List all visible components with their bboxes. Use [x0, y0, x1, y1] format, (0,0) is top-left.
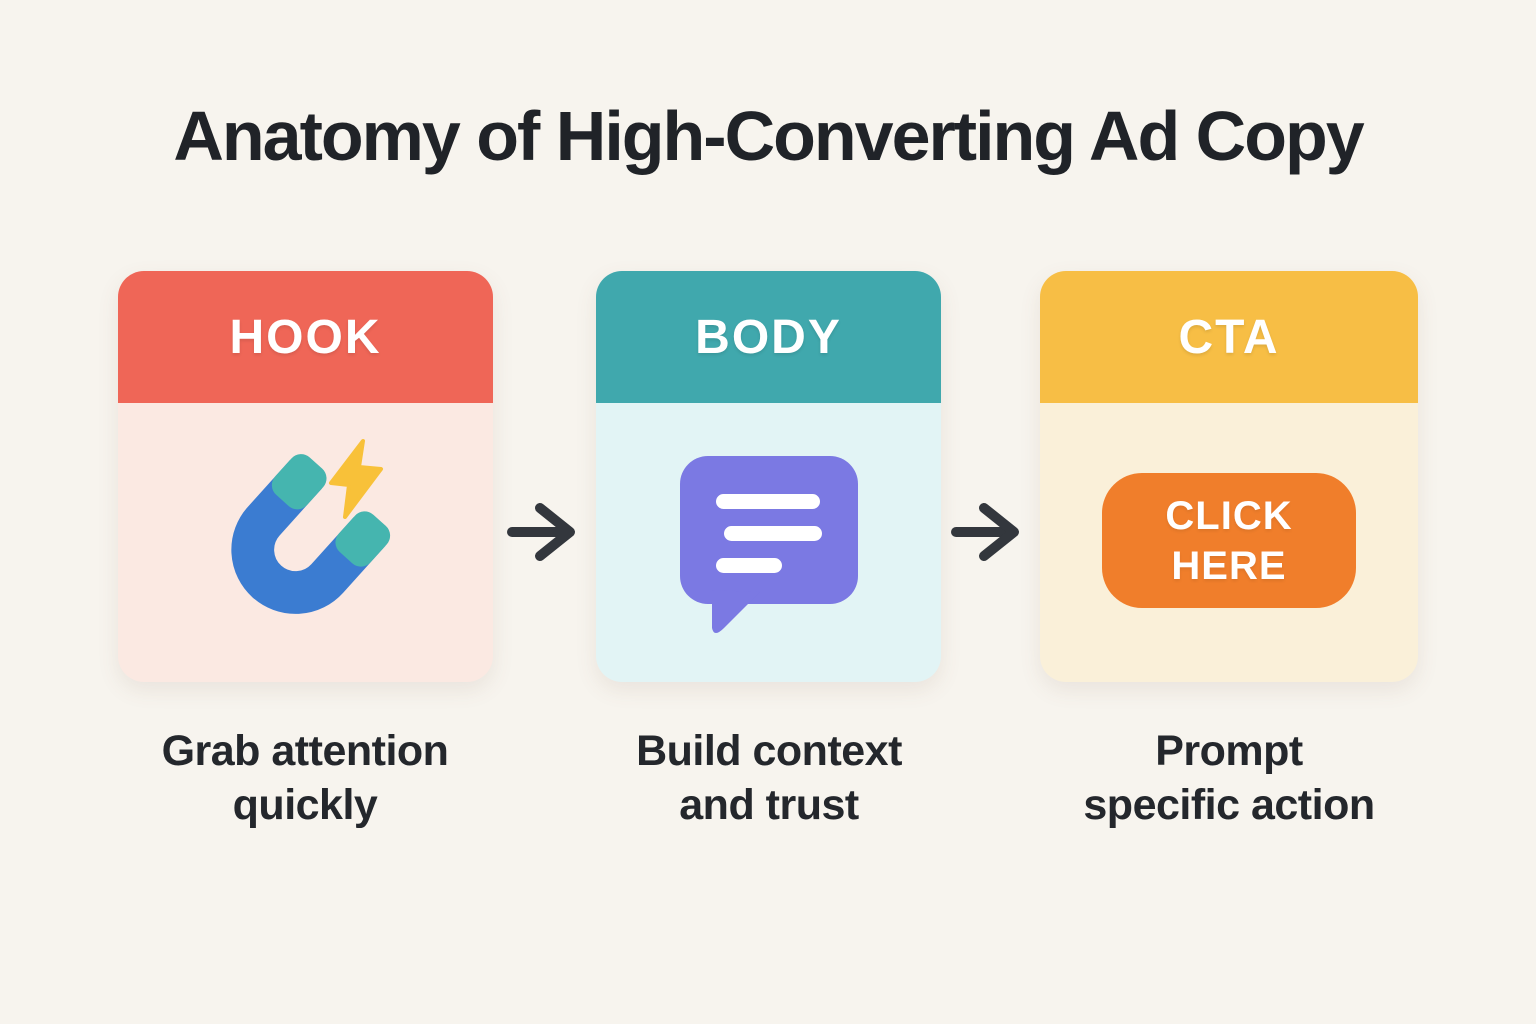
arrow-right-icon [951, 503, 1019, 561]
card-cta-label: CTA [1178, 310, 1280, 364]
click-here-button[interactable]: CLICK HERE [1102, 473, 1356, 608]
lightning-bolt-icon [329, 439, 383, 519]
caption-hook: Grab attention quickly [161, 727, 449, 829]
arrow-right-icon [507, 503, 575, 561]
card-hook-header: HOOK [118, 271, 493, 403]
card-hook-label: HOOK [229, 310, 382, 364]
page-title: Anatomy of High-Converting Ad Copy [173, 97, 1364, 175]
card-body: BODY [596, 271, 941, 682]
caption-body: Build context and trust [636, 727, 902, 829]
card-body-label: BODY [695, 310, 842, 364]
caption-cta: Prompt specific action [1083, 727, 1375, 829]
speech-bubble-icon [680, 456, 858, 633]
card-body-header: BODY [596, 271, 941, 403]
card-hook: HOOK [118, 271, 493, 682]
card-cta: CTA CLICK HERE [1040, 271, 1418, 682]
magnet-icon [231, 454, 391, 614]
card-cta-header: CTA [1040, 271, 1418, 403]
